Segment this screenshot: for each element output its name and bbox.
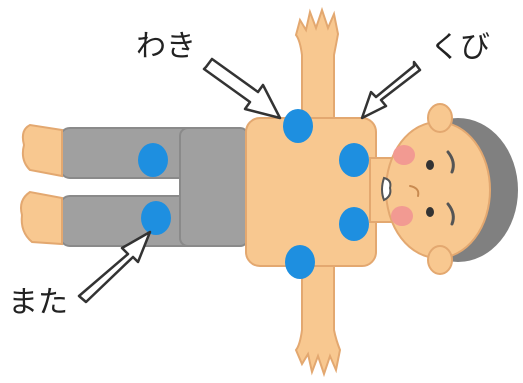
- neck-label: くび: [430, 30, 490, 65]
- armpit-label: わき: [136, 29, 196, 64]
- head: [382, 104, 518, 274]
- upper-ear: [428, 104, 452, 132]
- armpit-upper-spot: [283, 109, 313, 143]
- mouth: [382, 178, 390, 200]
- face: [386, 122, 490, 258]
- neck-lower-spot: [339, 207, 369, 241]
- upper-foot: [23, 125, 62, 176]
- neck-arrow-icon: [362, 62, 420, 118]
- neck-upper-spot: [339, 143, 369, 177]
- armpit-arrow-icon: [204, 59, 280, 118]
- groin-label: また: [8, 285, 68, 320]
- lower-cheek: [391, 206, 413, 226]
- groin-upper-spot: [138, 143, 168, 177]
- lower-foot: [21, 192, 62, 244]
- legs: [21, 125, 248, 246]
- upper-cheek: [393, 145, 415, 165]
- armpit-lower-spot: [285, 245, 315, 279]
- upper-eye: [426, 160, 434, 170]
- groin-lower-spot: [141, 201, 171, 235]
- torso: [246, 118, 376, 266]
- pants-waist: [180, 128, 248, 246]
- lower-ear: [428, 246, 452, 274]
- lower-eye: [426, 207, 434, 217]
